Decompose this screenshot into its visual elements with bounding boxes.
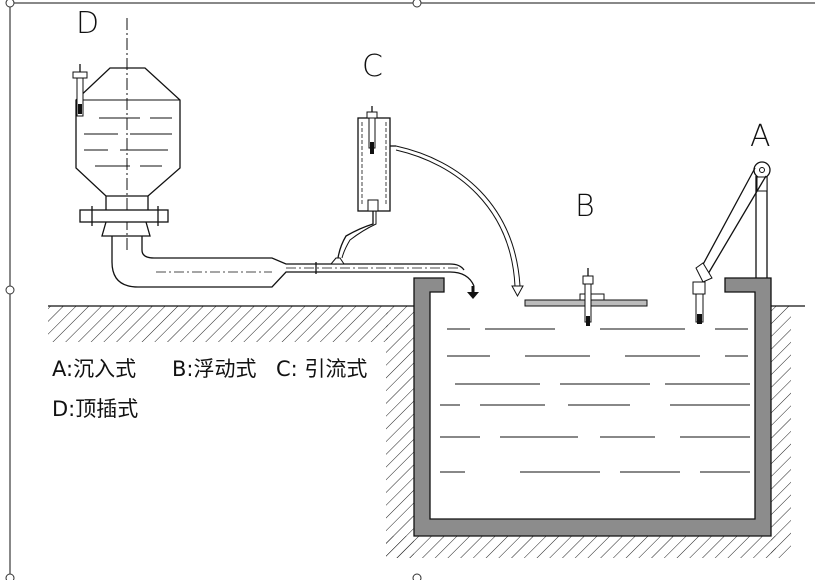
inflow-arrow-icon [511, 285, 524, 298]
label-b: B [575, 189, 595, 224]
sensor-d-icon [72, 64, 88, 117]
legend-c: C: 引流式 [276, 357, 367, 381]
sensor-a-icon [692, 281, 706, 324]
drawing-frame [5, 0, 815, 580]
flow-cell-c [337, 117, 521, 287]
legend: A:沉入式 B:浮动式 C: 引流式 D:顶插式 [52, 357, 367, 421]
label-a: A [750, 119, 771, 154]
arm-a [695, 161, 771, 283]
legend-b: B:浮动式 [172, 357, 256, 381]
outflow-arrow-icon [467, 286, 479, 299]
ground-hatching [48, 305, 805, 558]
pipe-line [111, 236, 475, 288]
tank-wall [413, 277, 772, 537]
legend-d: D:顶插式 [52, 397, 138, 421]
water-surface-lines [440, 328, 750, 473]
sensor-b-icon [582, 268, 594, 326]
label-d: D [76, 6, 99, 41]
sensor-c-icon [366, 106, 378, 154]
legend-a: A:沉入式 [52, 357, 136, 381]
vessel-d [75, 18, 181, 250]
label-c: C [362, 49, 383, 84]
